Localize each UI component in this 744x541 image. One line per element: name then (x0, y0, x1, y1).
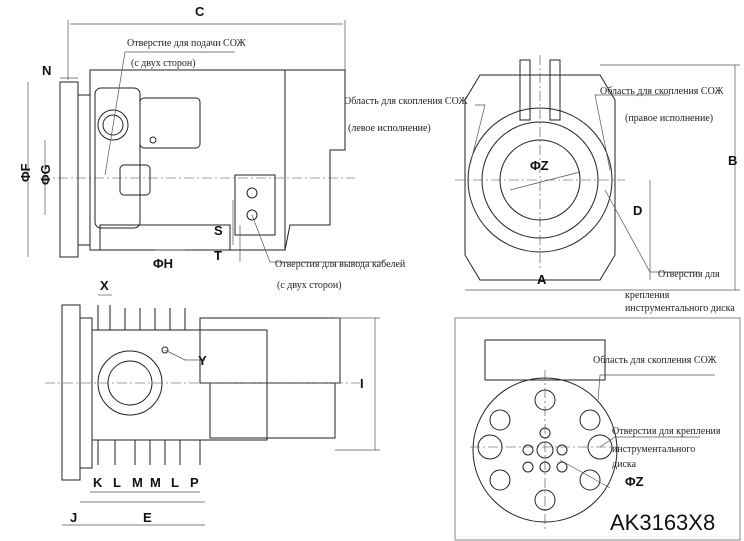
note-coolant-area-left: Область для скопления СОЖ (344, 96, 468, 107)
dim-x: X (100, 278, 109, 293)
dim-m: M (132, 475, 143, 490)
note-mount-holes: инструментального (612, 444, 695, 455)
dim-z: ΦZ (530, 158, 549, 173)
dim-a: A (537, 272, 547, 287)
note-mount-holes: крепления (625, 290, 670, 301)
note-coolant-area-right: Область для скопления СОЖ (600, 86, 724, 97)
dim-e: E (143, 510, 152, 525)
side-view-top (27, 20, 385, 263)
dim-h: ΦH (153, 256, 173, 271)
dim-z: ΦZ (625, 474, 644, 489)
note-left-version: (левое исполнение) (348, 123, 431, 134)
note-cable-outlet: Отверстия для вывода кабелей (275, 259, 406, 270)
note-coolant-inlet: Отверстие для подачи СОЖ (127, 38, 246, 49)
note-mount-holes: Отверстия для крепления (612, 426, 721, 437)
dim-y: Y (198, 353, 207, 368)
bottom-dims: K L M M L P (93, 475, 199, 490)
note-both-sides: (с двух сторон) (131, 58, 196, 69)
disk-view (454, 317, 741, 541)
dim-f: ΦF (18, 163, 33, 182)
dim-k: K (93, 475, 103, 490)
front-view (455, 55, 740, 291)
note-mount-holes: Отверстия для (658, 269, 720, 280)
dim-s: S (214, 223, 223, 238)
note-mount-holes: диска (612, 459, 637, 470)
dim-c: C (195, 4, 205, 19)
dim-l: L (171, 475, 179, 490)
model-label: AK3163X8 (610, 510, 715, 535)
dim-b: B (728, 153, 737, 168)
dim-d: D (633, 203, 642, 218)
note-right-version: (правое исполнение) (625, 113, 713, 124)
dim-p: P (190, 475, 199, 490)
dim-t: T (214, 248, 222, 263)
side-view-bottom (45, 294, 380, 526)
dim-l: L (113, 475, 121, 490)
dim-m: M (150, 475, 161, 490)
dim-i: I (360, 376, 364, 391)
note-mount-holes: инструментального диска (625, 303, 735, 314)
dim-n: N (42, 63, 51, 78)
note-both-sides: (с двух сторон) (277, 280, 342, 291)
dim-g: ΦG (38, 164, 53, 185)
note-coolant-area: Область для скопления СОЖ (593, 355, 717, 366)
dim-j: J (70, 510, 77, 525)
